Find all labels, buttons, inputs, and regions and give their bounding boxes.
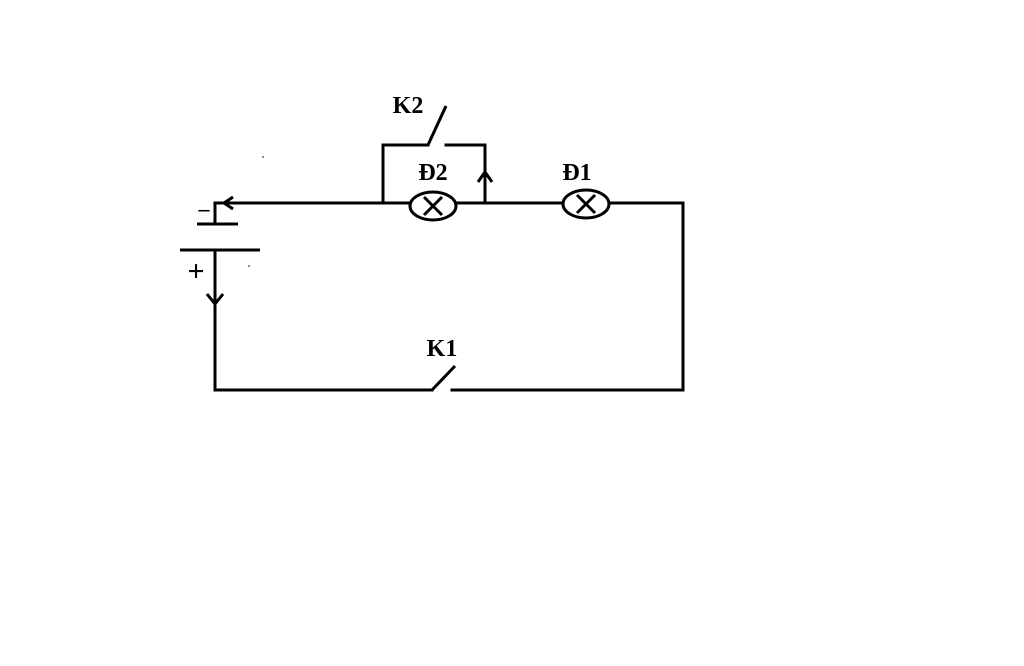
current-arrow-down-icon	[205, 293, 225, 307]
battery: – +	[180, 196, 260, 288]
current-arrows	[205, 169, 494, 307]
switch-k2: K2	[393, 93, 448, 146]
lamp-d1-cross-b	[575, 193, 597, 215]
stray-dot	[262, 156, 264, 158]
lamp-d2-label: Đ2	[418, 160, 447, 186]
switch-k2-blade	[426, 105, 448, 146]
switch-k1: K1	[427, 336, 458, 392]
lamp-d1-label: Đ1	[562, 160, 591, 186]
current-arrow-up-icon	[476, 169, 494, 183]
lamp-d2: Đ2	[408, 160, 458, 222]
wire-battery-positive	[213, 248, 434, 392]
lamp-d2-cross-b	[422, 195, 444, 217]
wire-bottom-right	[450, 201, 685, 392]
switch-k1-blade	[430, 364, 457, 392]
wire-battery-negative	[213, 201, 385, 226]
wires	[213, 143, 685, 392]
wire-k2-branch-left	[381, 143, 430, 205]
battery-plus-label: +	[187, 255, 204, 288]
wire-k2-branch-right	[444, 143, 487, 205]
switch-k1-label: K1	[427, 336, 458, 362]
stray-dot	[248, 265, 250, 267]
current-arrow-left-icon	[221, 195, 234, 211]
switch-k2-label: K2	[393, 93, 424, 119]
lamp-d1: Đ1	[561, 160, 611, 220]
battery-minus-label: –	[198, 196, 211, 221]
